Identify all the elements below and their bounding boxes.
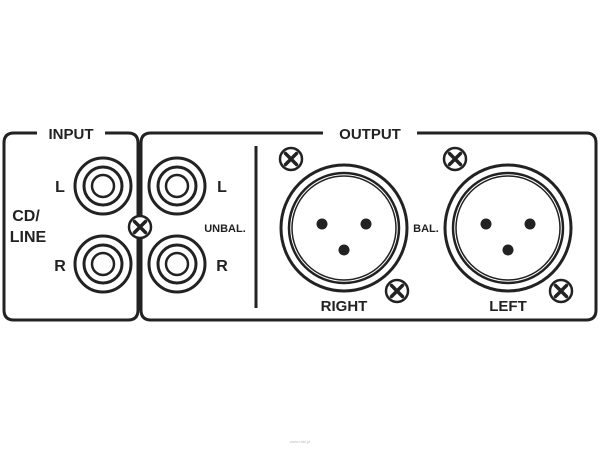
screw-right-xlr-top-icon: [278, 146, 304, 172]
cd-line-label-line1: CD/: [12, 208, 40, 225]
output-right-name: RIGHT: [321, 298, 368, 315]
input-title: INPUT: [49, 126, 94, 143]
unbal-label: UNBAL.: [204, 223, 246, 235]
input-left-label: L: [55, 179, 65, 196]
watermark-text: www.rabi.pl: [290, 439, 311, 444]
input-section: INPUT L R CD/ LINE: [2, 126, 140, 322]
rca-output-right-jack[interactable]: [147, 234, 207, 294]
output-section: OUTPUT L R UNBAL.: [139, 126, 598, 322]
rca-output-left-jack[interactable]: [147, 156, 207, 216]
rca-input-right-jack[interactable]: [73, 234, 133, 294]
screw-left-xlr-top-icon: [442, 146, 468, 172]
screw-center-icon: [127, 214, 153, 240]
cd-line-label-line2: LINE: [10, 229, 47, 246]
output-section-frame: [139, 131, 598, 322]
xlr-output-left-connector[interactable]: [443, 163, 573, 293]
input-section-frame: [2, 131, 140, 322]
rca-input-left-jack[interactable]: [73, 156, 133, 216]
output-left-name: LEFT: [489, 298, 527, 315]
screw-left-xlr-bottom-icon: [548, 278, 574, 304]
xlr-output-right-connector[interactable]: [279, 163, 409, 293]
bal-label: BAL.: [413, 223, 439, 235]
input-right-label: R: [54, 258, 66, 275]
unbal-right-label: R: [216, 258, 228, 275]
screws: [127, 146, 574, 304]
output-title: OUTPUT: [339, 126, 401, 143]
screw-right-xlr-bottom-icon: [384, 278, 410, 304]
unbal-left-label: L: [217, 179, 227, 196]
